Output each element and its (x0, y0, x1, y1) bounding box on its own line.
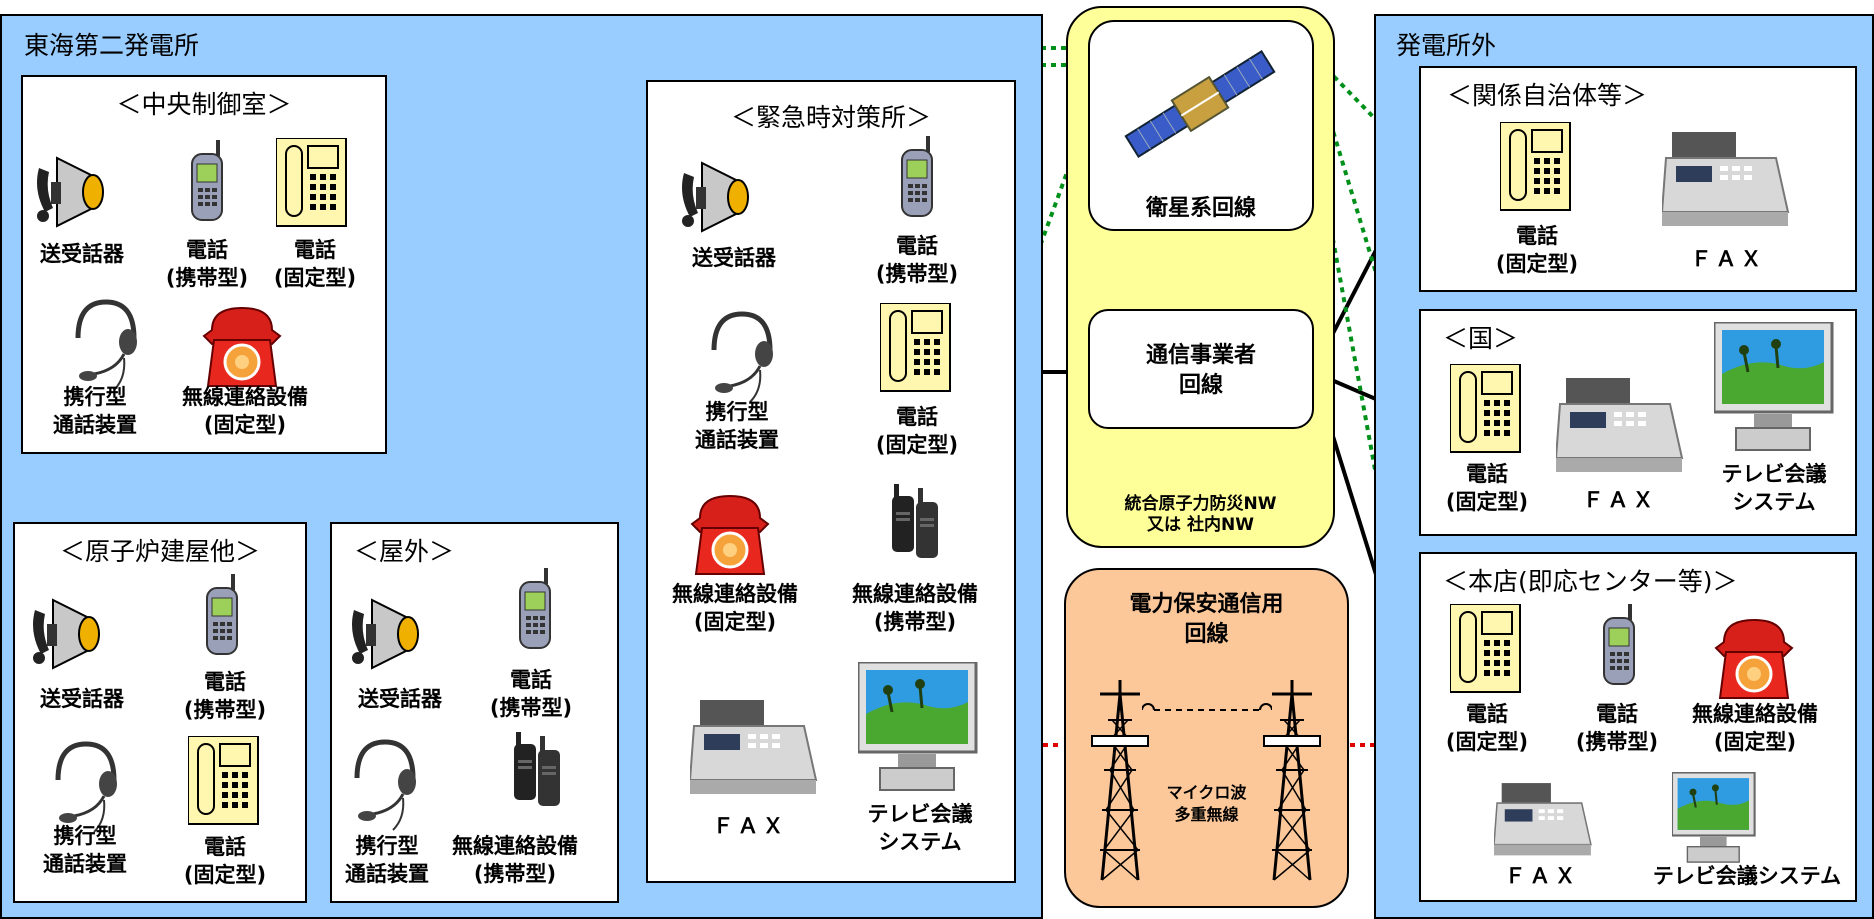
device-label: 電話 (携帯型) (183, 670, 267, 722)
device-label: ＦＡＸ (1582, 488, 1658, 512)
device-label: 電話 (固定型) (1445, 462, 1529, 514)
fax-icon (1556, 378, 1683, 473)
device-label: ＦＡＸ (712, 814, 788, 838)
mobile-phone-icon (206, 574, 238, 655)
handset-icon (681, 162, 749, 232)
tv-conference-icon (1714, 322, 1834, 452)
device-label: 無線連絡設備 (携帯型) (852, 582, 978, 634)
fax-icon (1662, 132, 1789, 227)
fixed-phone-icon (1450, 364, 1521, 453)
walkie-talkie-icon (514, 732, 560, 806)
tv-conference-icon (858, 662, 978, 792)
local-government-box: ＜関係自治体等＞ (1419, 66, 1857, 292)
device-label: 電話 (固定型) (875, 405, 959, 457)
headset-icon (702, 310, 782, 406)
walkie-talkie-icon (892, 484, 938, 558)
room-title: ＜緊急時対策所＞ (730, 103, 931, 132)
radio-fixed-icon (202, 306, 282, 388)
room-title: ＜関係自治体等＞ (1447, 81, 1648, 110)
device-label: 電話 (携帯型) (1575, 702, 1659, 754)
central-control-room: ＜中央制御室＞ (21, 75, 387, 454)
device-label: テレビ会議 システム (1721, 462, 1827, 514)
mobile-phone-icon (901, 136, 933, 217)
device-label: 電話 (携帯型) (489, 668, 573, 720)
device-label: 携行型 通話装置 (53, 385, 137, 437)
device-label: 送受話器 (40, 687, 124, 711)
device-label: 電話 (固定型) (1495, 224, 1579, 276)
fixed-phone-icon (1450, 604, 1521, 693)
handset-icon (351, 599, 419, 669)
reactor-building: ＜原子炉建屋他＞ (13, 522, 307, 903)
device-label: 電話 (固定型) (1445, 702, 1529, 754)
room-title: ＜中央制御室＞ (116, 90, 292, 119)
fixed-phone-icon (188, 736, 259, 825)
fixed-phone-icon (1500, 122, 1571, 211)
device-label: 無線連絡設備 (携帯型) (452, 834, 578, 886)
room-title: ＜国＞ (1443, 324, 1519, 353)
plant-title: 東海第二発電所 (24, 31, 200, 60)
handset-icon (36, 157, 104, 227)
room-title: ＜本店(即応センター等)＞ (1443, 567, 1738, 596)
device-label: 携行型 通話装置 (345, 834, 429, 886)
tv-conference-icon (1672, 772, 1756, 864)
fax-icon (690, 700, 817, 795)
mobile-phone-icon (519, 568, 551, 649)
device-label: 携行型 通話装置 (43, 824, 127, 876)
outside-title: 発電所外 (1396, 31, 1497, 60)
microwave-link (1142, 703, 1272, 711)
device-label: 無線連絡設備 (固定型) (1692, 702, 1818, 754)
fax-icon (1494, 782, 1592, 857)
room-title: ＜原子炉建屋他＞ (59, 537, 260, 566)
device-label: 電話 (携帯型) (875, 234, 959, 286)
carrier-line-label: 通信事業者 回線 (1145, 343, 1256, 398)
mobile-phone-icon (1603, 604, 1635, 685)
handset-icon (32, 599, 100, 669)
device-label: 無線連絡設備 (固定型) (672, 582, 798, 634)
device-label: テレビ会議 システム (867, 802, 973, 854)
carrier-line-box: 通信事業者 回線 (1088, 309, 1314, 429)
power-comm-label: 電力保安通信用 回線 (1129, 592, 1284, 647)
fixed-phone-icon (276, 138, 347, 227)
radio-fixed-icon (1714, 618, 1794, 700)
microwave-label: マイクロ波 多重無線 (1166, 783, 1247, 824)
device-label: ＦＡＸ (1690, 247, 1766, 271)
device-label: 電話 (固定型) (183, 835, 267, 887)
device-label: 無線連絡設備 (固定型) (182, 385, 308, 437)
satellite-line-label: 衛星系回線 (1145, 196, 1256, 221)
headset-icon (66, 298, 146, 394)
mobile-phone-icon (191, 140, 223, 221)
device-label: 電話 (携帯型) (165, 238, 249, 290)
headset-icon (345, 738, 425, 834)
satellite-icon (1121, 45, 1279, 163)
device-label: 送受話器 (692, 246, 776, 270)
radio-fixed-icon (690, 494, 770, 576)
device-label: 送受話器 (40, 242, 124, 266)
device-label: 送受話器 (358, 687, 442, 711)
room-title: ＜屋外＞ (354, 537, 455, 566)
device-label: 電話 (固定型) (273, 238, 357, 290)
device-label: ＦＡＸ (1504, 864, 1580, 888)
fixed-phone-icon (880, 303, 951, 392)
outdoor-area: ＜屋外＞ (330, 522, 619, 903)
device-label: テレビ会議システム (1652, 864, 1842, 888)
integrated-network-label: 統合原子力防災NW 又は 社内NW (1124, 494, 1277, 535)
device-label: 携行型 通話装置 (695, 400, 779, 452)
